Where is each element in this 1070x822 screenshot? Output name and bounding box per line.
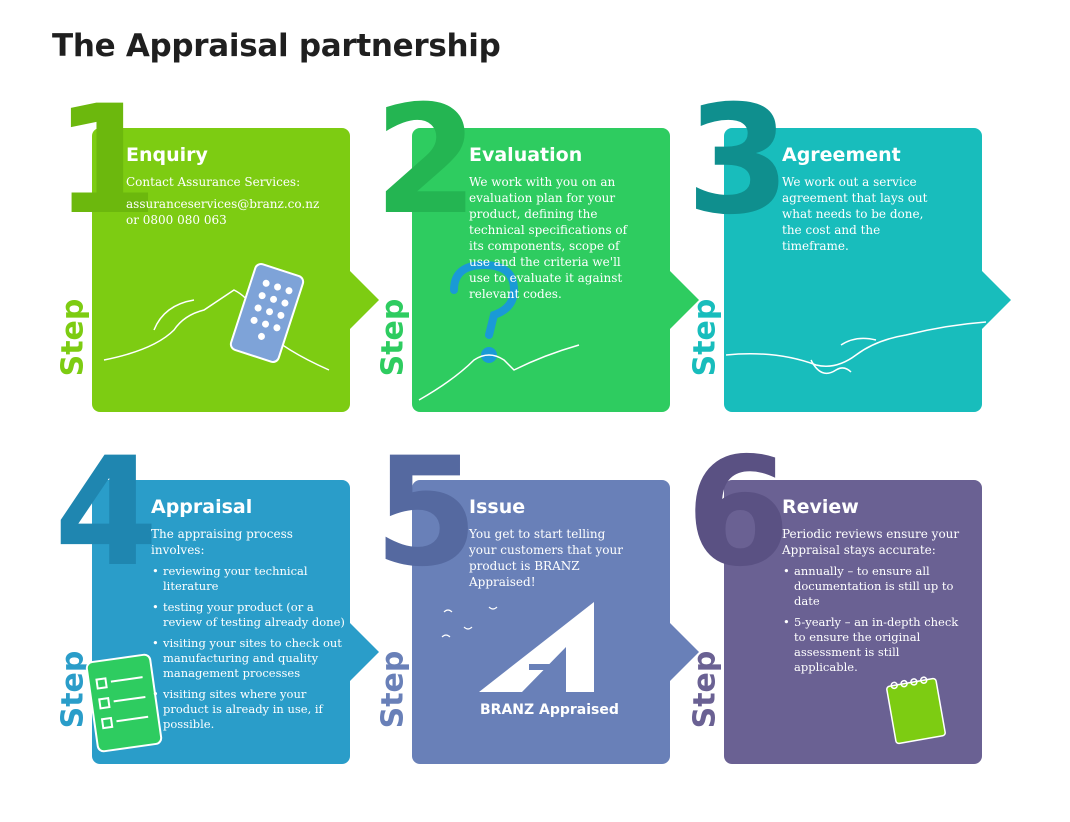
step-1-email[interactable]: assuranceservices@branz.co.nz [126, 197, 320, 211]
step-1-card [92, 128, 350, 412]
step-1-phone[interactable]: or 0800 080 063 [126, 213, 227, 227]
step-3-content: Agreement We work out a service agreemen… [782, 144, 987, 254]
branz-appraised-logo-text: BRANZ Appraised [480, 702, 619, 718]
step-1-contact-label: Contact Assurance Services: [126, 175, 301, 189]
step-1-heading: Enquiry [126, 144, 208, 166]
step-6: 6 Step Review Periodic reviews ensure yo… [686, 438, 1026, 764]
step-6-heading: Review [782, 496, 859, 518]
step-2-content: Evaluation We work with you on an evalua… [469, 144, 674, 302]
step-4-bullets: reviewing your technical literature test… [151, 564, 347, 732]
step-2: 2 Step Evaluation We work with you on an… [374, 86, 714, 412]
step-5-text: You get to start telling your customers … [469, 527, 623, 589]
step-4-content: Appraisal The appraising process involve… [151, 496, 347, 738]
step-5-card [412, 480, 670, 764]
step-6-content: Review Periodic reviews ensure your Appr… [782, 496, 962, 681]
step-5-heading: Issue [469, 496, 526, 518]
branz-appraised-logo [441, 602, 594, 692]
step-5-content: Issue You get to start telling your cust… [469, 496, 634, 590]
step-1-label: Step [55, 298, 91, 377]
step-6-bullet: 5-yearly – an in-depth check to ensure t… [783, 615, 962, 675]
step-3-label: Step [687, 298, 723, 377]
step-5: 5 Step BRANZ Appraised Issue You get to … [374, 438, 714, 764]
step-4-number: 4 [54, 426, 159, 600]
step-4-bullet: reviewing your technical literature [152, 564, 347, 594]
step-6-label: Step [687, 650, 723, 729]
notepad-illustration [886, 676, 946, 745]
step-4-intro: The appraising process involves: [151, 527, 293, 557]
step-2-arrow [669, 270, 699, 330]
step-2-text: We work with you on an evaluation plan f… [469, 175, 628, 301]
step-1-arrow [349, 270, 379, 330]
step-4-heading: Appraisal [151, 496, 253, 518]
step-2-label: Step [375, 298, 411, 377]
handshake-illustration [726, 321, 986, 375]
step-5-label: Step [375, 650, 411, 729]
step-5-arrow [669, 622, 699, 682]
step-2-heading: Evaluation [469, 144, 583, 166]
step-4-bullet: visiting sites where your product is alr… [152, 687, 347, 732]
step-5-number: 5 [374, 426, 479, 600]
step-4: 4 Step Appraisal The appraising process … [54, 438, 394, 764]
step-6-bullets: annually – to ensure all documentation i… [782, 564, 962, 675]
step-3-text: We work out a service agreement that lay… [782, 175, 928, 253]
step-2-card [412, 128, 670, 412]
step-3-number: 3 [686, 74, 791, 248]
step-3-heading: Agreement [782, 144, 901, 166]
step-1-content: Enquiry Contact Assurance Services: assu… [126, 144, 331, 228]
step-3-arrow [981, 270, 1011, 330]
step-1: 1 Step Enquiry Contact Assurance Service… [54, 86, 394, 412]
step-3: 3 Step Agreement We work out a service a… [686, 86, 1026, 412]
step-6-intro: Periodic reviews ensure your Appraisal s… [782, 527, 960, 557]
step-1-number: 1 [54, 74, 159, 248]
step-2-number: 2 [374, 74, 479, 248]
page-title: The Appraisal partnership [52, 28, 501, 64]
step-4-bullet: visiting your sites to check out manufac… [152, 636, 347, 681]
step-4-bullet: testing your product (or a review of tes… [152, 600, 347, 630]
step-4-arrow [349, 622, 379, 682]
step-6-number: 6 [686, 426, 791, 600]
step-6-bullet: annually – to ensure all documentation i… [783, 564, 962, 609]
step-3-card [724, 128, 982, 412]
question-hand-illustration [418, 260, 580, 401]
hand-phone-illustration [103, 263, 330, 371]
